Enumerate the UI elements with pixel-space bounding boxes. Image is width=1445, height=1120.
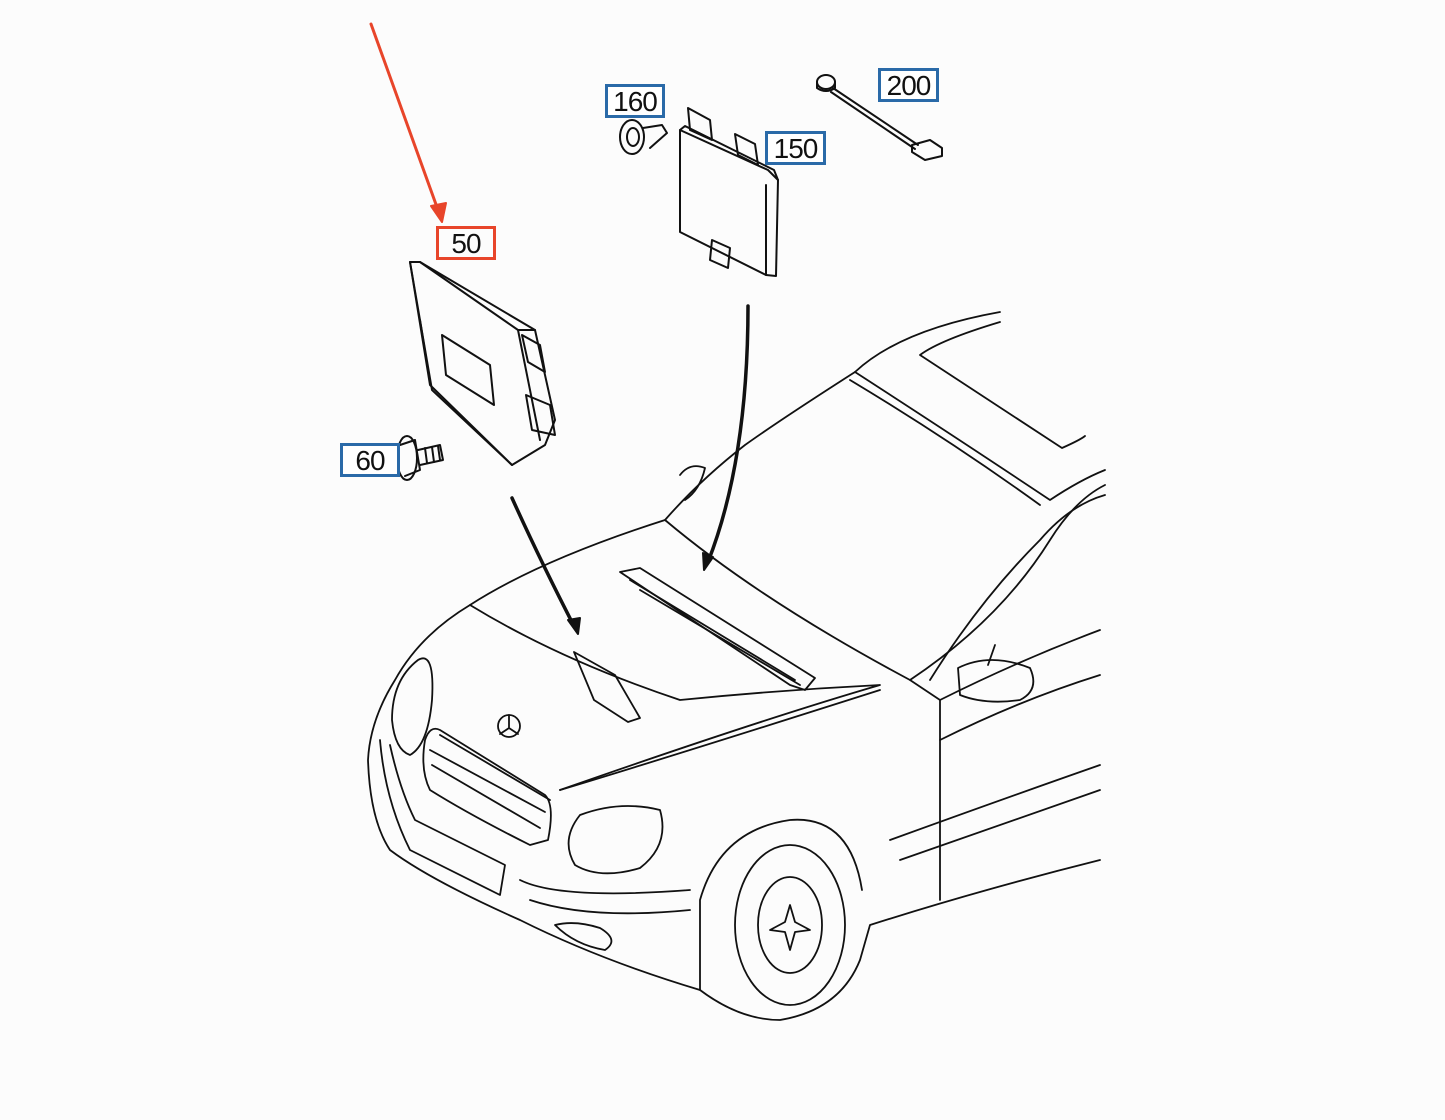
module-150[interactable] — [679, 107, 779, 277]
callout-200[interactable]: 200 — [878, 68, 939, 102]
cable-200[interactable] — [816, 74, 943, 161]
install-arrows — [510, 304, 750, 630]
highlight-arrow — [369, 22, 447, 223]
callout-160[interactable]: 160 — [605, 84, 665, 118]
callout-150[interactable]: 150 — [765, 131, 826, 165]
callout-60[interactable]: 60 — [340, 443, 400, 477]
callout-50[interactable]: 50 — [436, 226, 496, 260]
clip-160[interactable] — [619, 119, 668, 155]
control-unit-50[interactable] — [409, 261, 556, 466]
car-outline — [367, 311, 1106, 1021]
bolt-60[interactable] — [396, 435, 444, 481]
